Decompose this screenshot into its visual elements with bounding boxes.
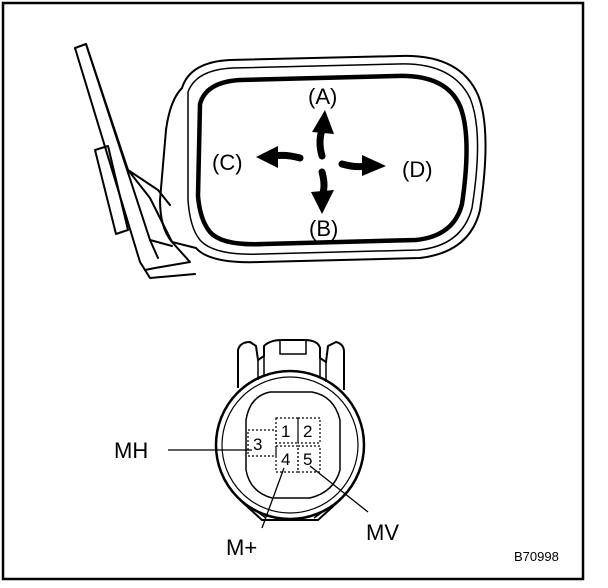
arrow-right-icon: [338, 155, 386, 176]
figure-code: B70998: [514, 549, 559, 564]
mirror-mount: [74, 43, 196, 279]
connector-latch: [237, 339, 345, 390]
arrow-down-icon: [311, 168, 334, 214]
outside-mirror: [74, 43, 487, 279]
direction-label-a: (A): [308, 84, 337, 109]
pin-3-label: 3: [253, 435, 262, 454]
pin-2-label: 2: [303, 422, 312, 441]
connector-body: [214, 369, 366, 521]
pin-4-label: 4: [281, 450, 290, 469]
leader-mv: [309, 465, 369, 513]
adjust-arrows: [256, 110, 386, 214]
direction-label-b: (B): [309, 216, 338, 241]
callout-mv: MV: [366, 520, 399, 545]
callout-leaders: [168, 449, 369, 529]
mirror-glass: [195, 73, 469, 247]
arrow-up-icon: [312, 110, 334, 160]
mirror-connector: [214, 339, 366, 521]
direction-label-d: (D): [402, 157, 433, 182]
arrow-left-icon: [256, 146, 304, 168]
callout-mh: MH: [114, 438, 148, 463]
pin-1-label: 1: [281, 422, 290, 441]
figure-border: [1, 1, 585, 581]
pin-5-label: 5: [303, 450, 312, 469]
callout-mplus: M+: [226, 535, 257, 560]
direction-label-c: (C): [212, 150, 243, 175]
leader-mplus: [261, 467, 285, 529]
mirror-housing: [159, 54, 487, 264]
